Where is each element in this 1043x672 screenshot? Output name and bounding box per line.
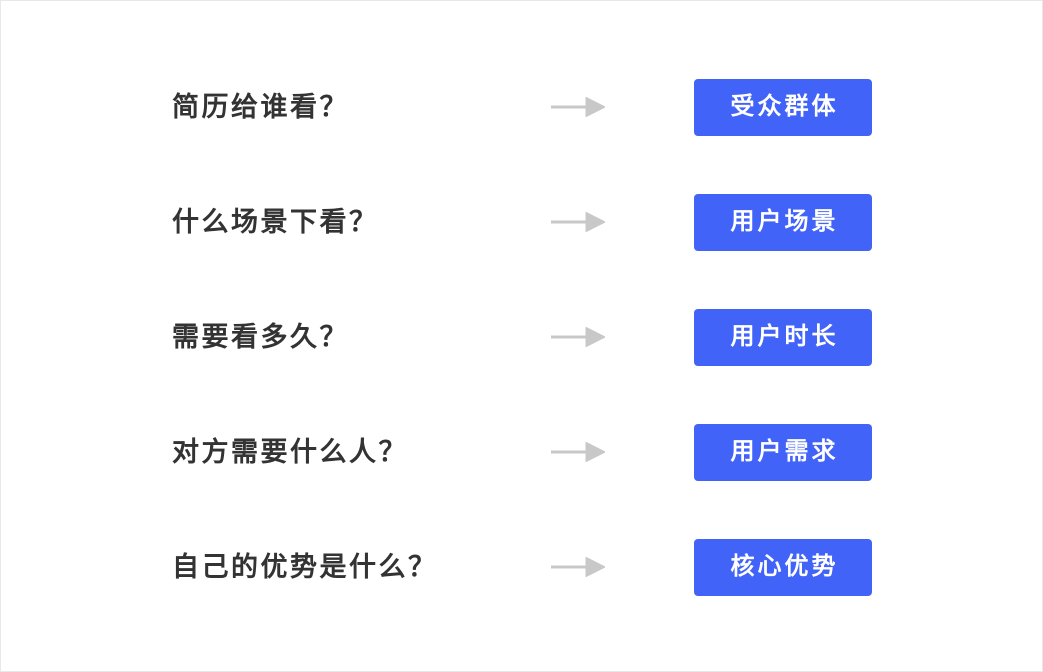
arrow-right-icon: [549, 327, 605, 347]
question-label: 简历给谁看？: [172, 91, 349, 122]
badge-container: 核心优势: [694, 538, 872, 596]
badge-container: 受众群体: [694, 78, 872, 136]
badge-container: 用户时长: [694, 308, 872, 366]
mapping-row: 自己的优势是什么？ 核心优势: [1, 510, 1042, 625]
mapping-row: 对方需要什么人？ 用户需求: [1, 395, 1042, 510]
mapping-row: 简历给谁看？ 受众群体: [1, 50, 1042, 165]
arrow-right-icon: [549, 442, 605, 462]
category-badge[interactable]: 受众群体: [694, 78, 872, 136]
mapping-row: 什么场景下看？ 用户场景: [1, 165, 1042, 280]
category-badge[interactable]: 用户需求: [694, 423, 872, 481]
category-badge[interactable]: 用户场景: [694, 193, 872, 251]
badge-container: 用户需求: [694, 423, 872, 481]
arrow-right-icon: [549, 557, 605, 577]
category-badge[interactable]: 核心优势: [694, 538, 872, 596]
mapping-row: 需要看多久？ 用户时长: [1, 280, 1042, 395]
arrow-right-icon: [549, 212, 605, 232]
arrow-right-icon: [549, 97, 605, 117]
category-badge[interactable]: 用户时长: [694, 308, 872, 366]
question-label: 需要看多久？: [172, 321, 349, 352]
question-label: 对方需要什么人？: [172, 436, 408, 467]
badge-container: 用户场景: [694, 193, 872, 251]
question-label: 自己的优势是什么？: [172, 551, 438, 582]
question-label: 什么场景下看？: [172, 206, 379, 237]
